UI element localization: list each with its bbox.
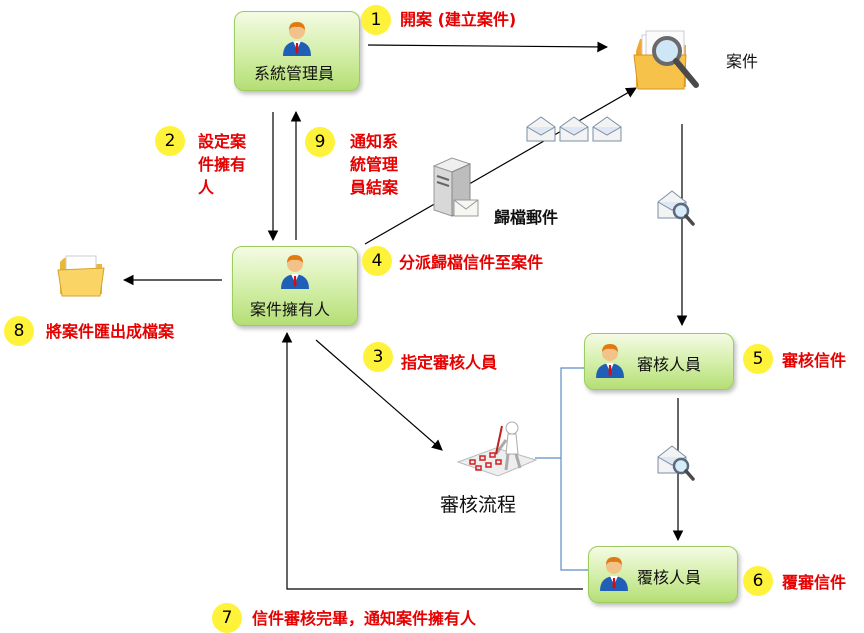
role-label-owner: 案件擁有人 <box>250 300 331 319</box>
case-label: 案件 <box>726 52 759 71</box>
step-badge: 4 <box>362 246 392 276</box>
step-badge: 3 <box>363 342 393 372</box>
step-text-line: 設定案 <box>198 132 247 151</box>
envelope-magnifier-icon <box>657 445 695 481</box>
step-text: 覆審信件 <box>782 573 847 592</box>
step-badge: 6 <box>743 566 773 596</box>
review-flow-label: 審核流程 <box>440 494 517 516</box>
role-label-admin: 系統管理員 <box>254 64 335 83</box>
step-text-line: 件擁有 <box>198 155 247 174</box>
archive-mail-label: 歸檔郵件 <box>494 208 559 227</box>
person-icon <box>596 344 624 378</box>
step-text-line: 員結案 <box>350 178 399 197</box>
arrow-rereviewer-to-owner <box>281 331 583 590</box>
role-box-admin: 系統管理員 <box>234 11 360 91</box>
step-badge: 2 <box>155 126 185 156</box>
envelope-icon <box>559 116 589 142</box>
role-label-reviewer: 審核人員 <box>637 355 702 374</box>
role-box-reviewer: 審核人員 <box>584 333 734 390</box>
step-text-line: 通知系 <box>350 132 399 151</box>
step-text: 分派歸檔信件至案件 <box>399 253 544 272</box>
step-badge: 8 <box>4 316 34 346</box>
person-icon <box>283 22 311 56</box>
envelope-icon <box>592 116 622 142</box>
arrow-admin-to-case <box>367 41 609 53</box>
step-badge: 1 <box>361 5 391 35</box>
role-label-rereviewer: 覆核人員 <box>637 568 702 587</box>
arrow-owner-to-case <box>364 87 637 245</box>
export-folder-icon <box>57 255 105 297</box>
envelope-magnifier-icon <box>657 190 695 226</box>
review-checklist-icon <box>456 421 538 477</box>
role-box-owner: 案件擁有人 <box>232 246 358 326</box>
step-text-block: 通知系 統管理 員結案 <box>350 130 398 199</box>
step-text-line: 人 <box>198 178 215 197</box>
person-icon <box>600 557 628 591</box>
step-badge: 9 <box>305 127 335 157</box>
step-text: 信件審核完畢，通知案件擁有人 <box>252 609 477 628</box>
role-box-rereviewer: 覆核人員 <box>588 546 738 603</box>
arrow-owner-to-review-flow <box>315 339 443 451</box>
mail-server-icon <box>432 157 479 217</box>
step-text: 審核信件 <box>782 351 847 370</box>
step-text: 開案 (建立案件) <box>400 10 517 29</box>
step-badge: 7 <box>212 603 242 633</box>
step-text: 將案件匯出成檔案 <box>46 322 175 341</box>
person-icon <box>281 255 309 289</box>
step-text: 指定審核人員 <box>401 353 498 372</box>
step-text-line: 統管理 <box>350 155 399 174</box>
step-badge: 5 <box>743 344 773 374</box>
review-flow-bracket <box>560 367 588 571</box>
step-text-block: 設定案 件擁有 人 <box>198 130 246 199</box>
case-folder-magnifier-icon <box>633 30 699 90</box>
envelope-icon <box>526 116 556 142</box>
